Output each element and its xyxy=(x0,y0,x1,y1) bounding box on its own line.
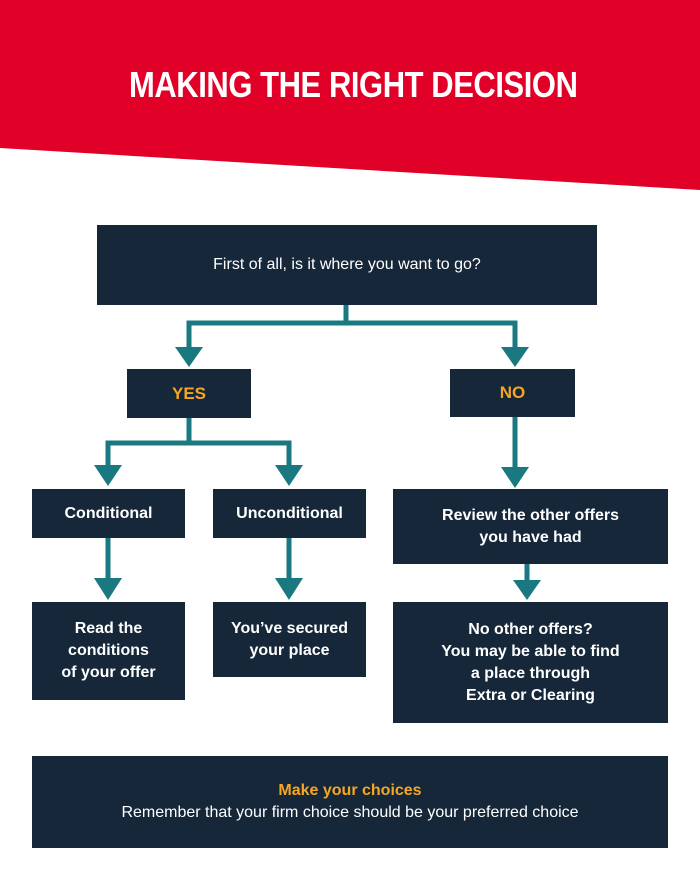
page-title: MAKING THE RIGHT DECISION xyxy=(129,64,578,105)
unconditional-label: Unconditional xyxy=(236,504,343,522)
footer-heading: Make your choices xyxy=(278,782,422,799)
conditional-box: Conditional xyxy=(32,489,185,538)
connector-yes-conditional xyxy=(105,417,192,468)
footer-text: Remember that your firm choice should be… xyxy=(121,804,579,821)
question-box: First of all, is it where you want to go… xyxy=(97,225,597,305)
conditional-result-label: Read the conditions of your offer xyxy=(61,620,156,681)
arrowhead-no-offers xyxy=(513,580,541,600)
footer-box: Make your choices Remember that your fir… xyxy=(32,756,668,848)
question-text: First of all, is it where you want to go… xyxy=(213,256,481,273)
conditional-result-box: Read the conditions of your offer xyxy=(32,602,185,700)
arrowhead-unconditional-result xyxy=(275,578,303,600)
arrowhead-yes xyxy=(175,347,203,367)
unconditional-result-label: You’ve secured your place xyxy=(230,619,349,659)
arrowhead-no xyxy=(501,347,529,367)
connector-question-no xyxy=(346,320,518,350)
no-label: NO xyxy=(499,383,526,402)
banner-shape xyxy=(0,0,700,190)
no-box: NO xyxy=(450,369,575,417)
yes-label: YES xyxy=(171,383,207,403)
no-offers-box: No other offers? You may be able to find… xyxy=(393,602,668,723)
no-offers-label: No other offers? You may be able to find… xyxy=(441,620,620,704)
unconditional-box: Unconditional xyxy=(213,489,366,538)
connector-yes-unconditional xyxy=(189,440,292,468)
arrowhead-conditional-result xyxy=(94,578,122,600)
arrowhead-conditional xyxy=(94,465,122,486)
arrowhead-unconditional xyxy=(275,465,303,486)
conditional-label: Conditional xyxy=(64,504,153,522)
header-banner xyxy=(0,0,700,190)
yes-box: YES xyxy=(127,369,251,418)
arrowhead-review xyxy=(501,467,529,488)
review-box: Review the other offers you have had xyxy=(393,489,668,564)
connector-question-split xyxy=(186,305,349,350)
review-label: Review the other offers you have had xyxy=(442,506,619,546)
unconditional-result-box: You’ve secured your place xyxy=(213,602,366,677)
